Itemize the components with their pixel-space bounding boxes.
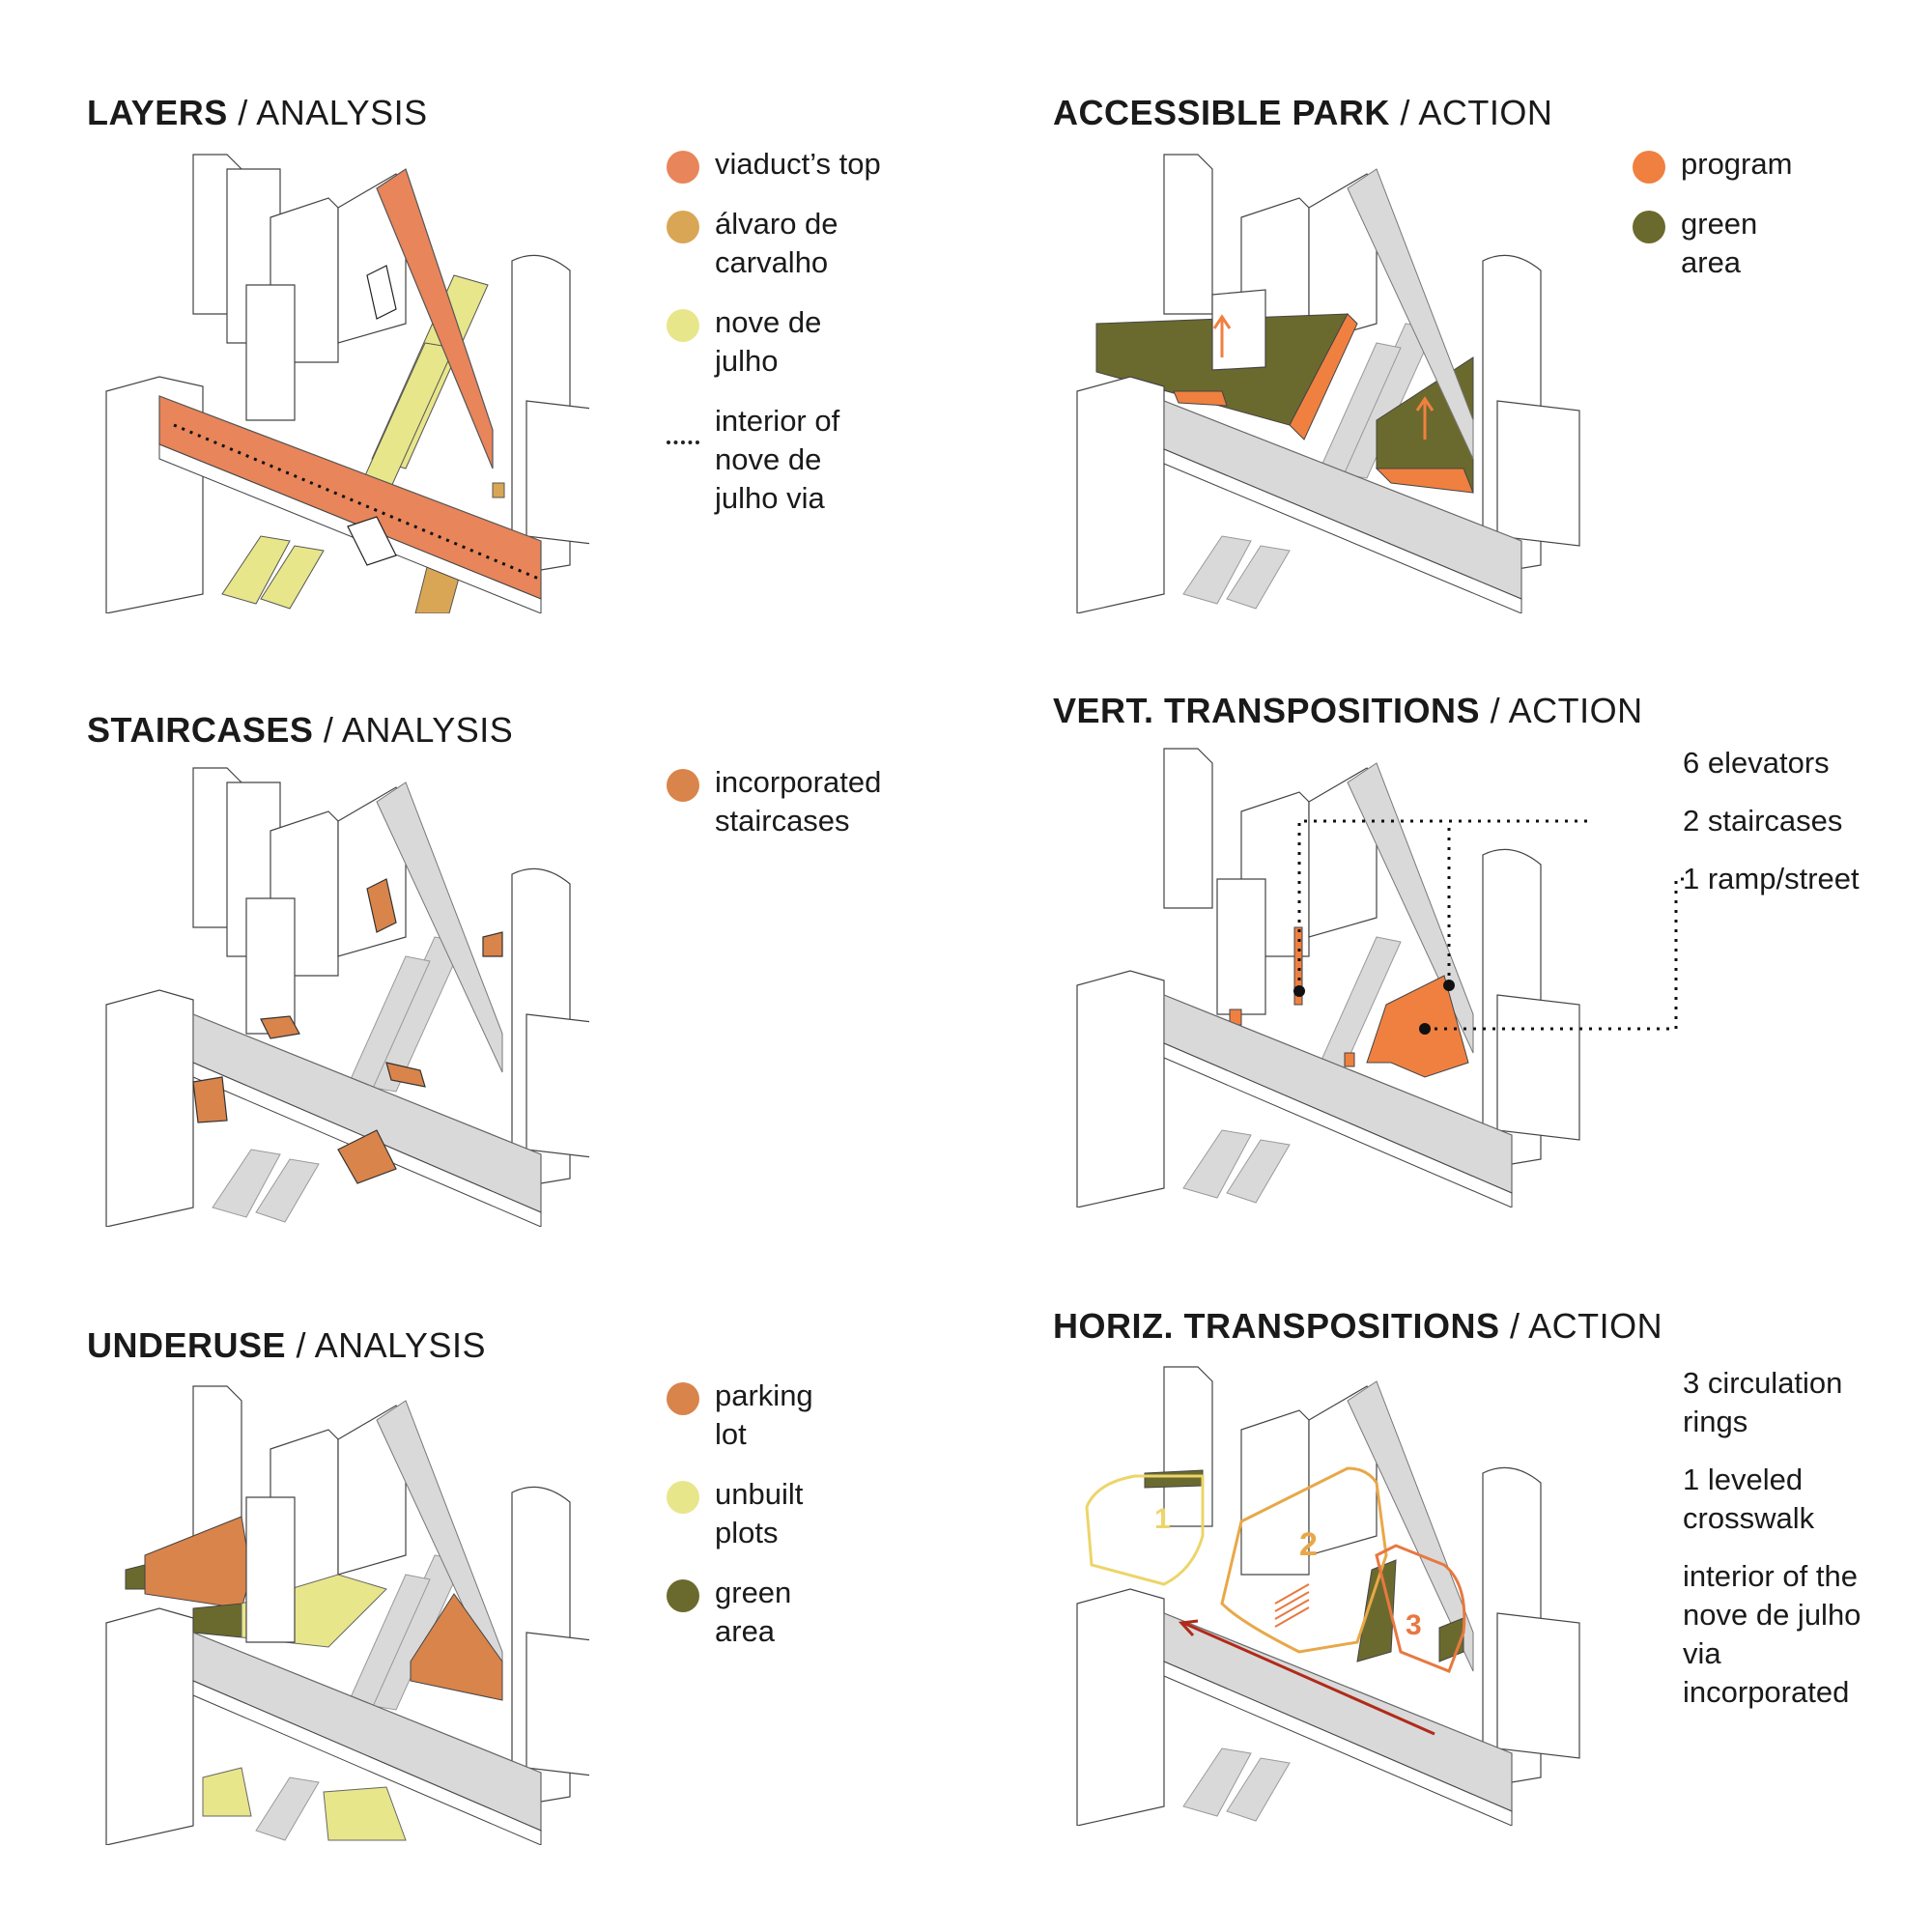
legend-item: viaduct’s top [667, 145, 927, 184]
note-ramp: 1 ramp/street [1683, 860, 1860, 898]
panel-title: UNDERUSE / ANALYSIS [87, 1325, 486, 1366]
legend-item: incorporated staircases [667, 763, 918, 840]
isometric-diagram-underuse [87, 1381, 589, 1845]
legend-item: interior of nove de julho via [667, 402, 927, 518]
panel-title: HORIZ. TRANSPOSITIONS / ACTION [1053, 1306, 1662, 1347]
isometric-diagram-park [1058, 150, 1599, 613]
legend-item: green area [667, 1574, 813, 1651]
legend-item: green area [1633, 205, 1792, 282]
legend-park: program green area [1633, 145, 1792, 303]
isometric-diagram-layers [87, 150, 589, 613]
panel-title: STAIRCASES / ANALYSIS [87, 710, 513, 751]
legend-item: álvaro de carvalho [667, 205, 927, 282]
legend-item: nove de julho [667, 303, 927, 381]
legend-swatch [1633, 211, 1665, 243]
legend-swatch [667, 211, 699, 243]
legend-swatch [667, 151, 699, 184]
isometric-diagram-horiz: 1 2 3 [1058, 1362, 1599, 1826]
legend-item: unbuilt plots [667, 1475, 813, 1552]
note-interior-via: interior of the nove de julho via incorp… [1683, 1557, 1876, 1712]
note-leveled-crosswalk: 1 leveled crosswalk [1683, 1461, 1857, 1538]
legend-swatch [667, 309, 699, 342]
legend-layers: viaduct’s top álvaro de carvalho nove de… [667, 145, 927, 539]
legend-swatch [667, 1382, 699, 1415]
legend-dotted-line [667, 440, 699, 444]
legend-staircases: incorporated staircases [667, 763, 918, 862]
legend-item: parking lot [667, 1377, 813, 1454]
ring-label-2: 2 [1299, 1526, 1318, 1563]
panel-title: ACCESSIBLE PARK / ACTION [1053, 93, 1552, 133]
note-staircases: 2 staircases [1683, 802, 1842, 840]
panel-title: LAYERS / ANALYSIS [87, 93, 428, 133]
legend-swatch [667, 1579, 699, 1612]
legend-underuse: parking lot unbuilt plots green area [667, 1377, 813, 1672]
legend-swatch [667, 1481, 699, 1514]
ring-label-1: 1 [1154, 1503, 1171, 1535]
ring-label-3: 3 [1406, 1609, 1422, 1641]
note-elevators: 6 elevators [1683, 744, 1830, 782]
panel-title: VERT. TRANSPOSITIONS / ACTION [1053, 691, 1643, 731]
legend-swatch [1633, 151, 1665, 184]
isometric-diagram-staircases [87, 763, 589, 1227]
note-circulation-rings: 3 circulation rings [1683, 1364, 1886, 1441]
legend-swatch [667, 769, 699, 802]
legend-item: program [1633, 145, 1792, 184]
